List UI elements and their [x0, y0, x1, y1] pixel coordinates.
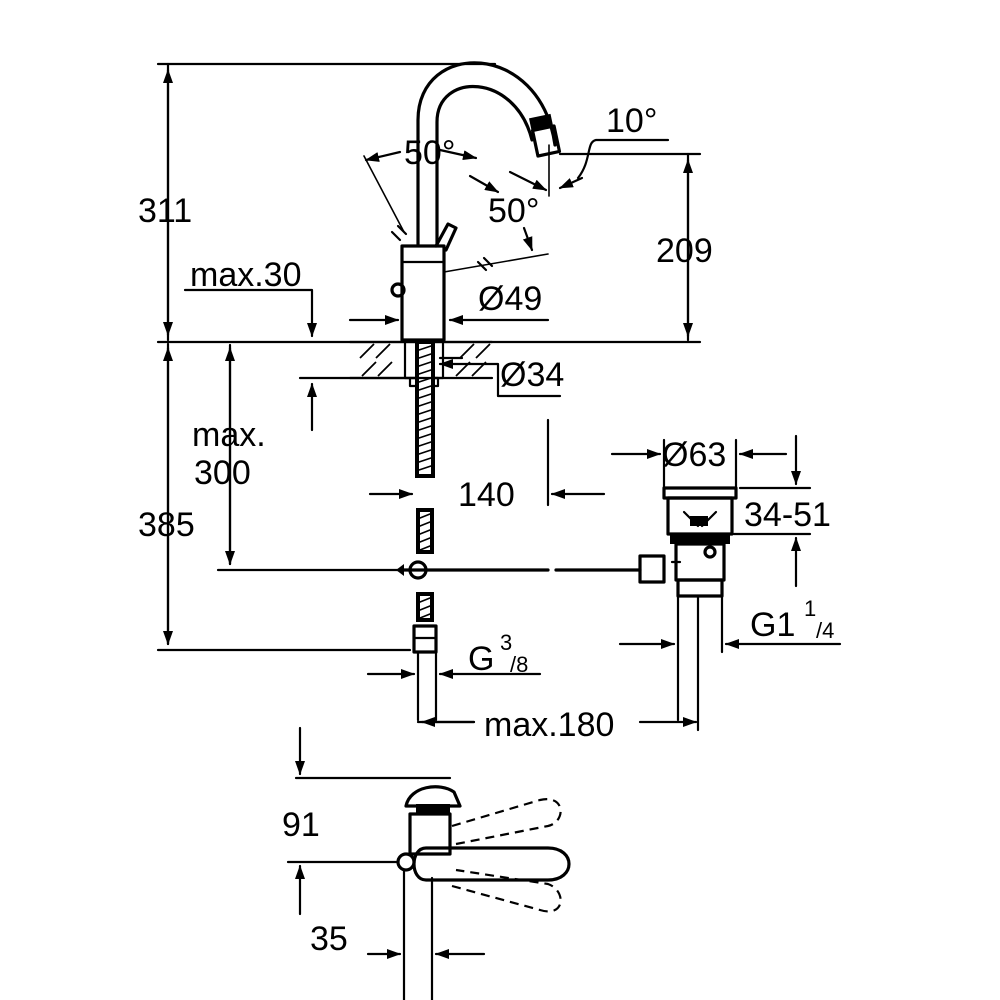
label-angle-left: 50° — [404, 134, 455, 172]
label-g-num: 3 — [500, 630, 512, 655]
label-max-30: max.30 — [190, 256, 302, 294]
label-g1-den: /4 — [816, 618, 834, 643]
threaded-shank — [412, 340, 438, 722]
label-angle-spout: 10° — [606, 102, 657, 140]
waste-assembly — [638, 486, 738, 722]
label-angle-right: 50° — [488, 192, 539, 230]
label-140: 140 — [458, 476, 515, 514]
label-max-180: max.180 — [484, 706, 614, 744]
dimension-lines — [156, 62, 842, 959]
label-35: 35 — [310, 920, 348, 958]
label-g1: G1 — [750, 606, 795, 644]
plan-view — [396, 785, 571, 1000]
label-dia-63: Ø63 — [662, 436, 726, 474]
label-34-51: 34-51 — [744, 496, 831, 534]
label-311: 311 — [138, 192, 192, 230]
label-dia-49: Ø49 — [478, 280, 542, 318]
label-max-under-2: 300 — [194, 454, 251, 492]
label-g: G — [468, 640, 494, 678]
label-385: 385 — [138, 506, 195, 544]
label-209: 209 — [656, 232, 713, 270]
label-g1-num: 1 — [804, 596, 816, 621]
label-g-den: /8 — [510, 652, 528, 677]
dimension-labels: 311 209 max.30 Ø49 Ø34 max. 300 385 140 … — [138, 102, 834, 958]
label-max-under-1: max. — [192, 416, 266, 454]
label-dia-34: Ø34 — [500, 356, 564, 394]
faucet-elevation — [390, 61, 642, 722]
label-91: 91 — [282, 806, 320, 844]
